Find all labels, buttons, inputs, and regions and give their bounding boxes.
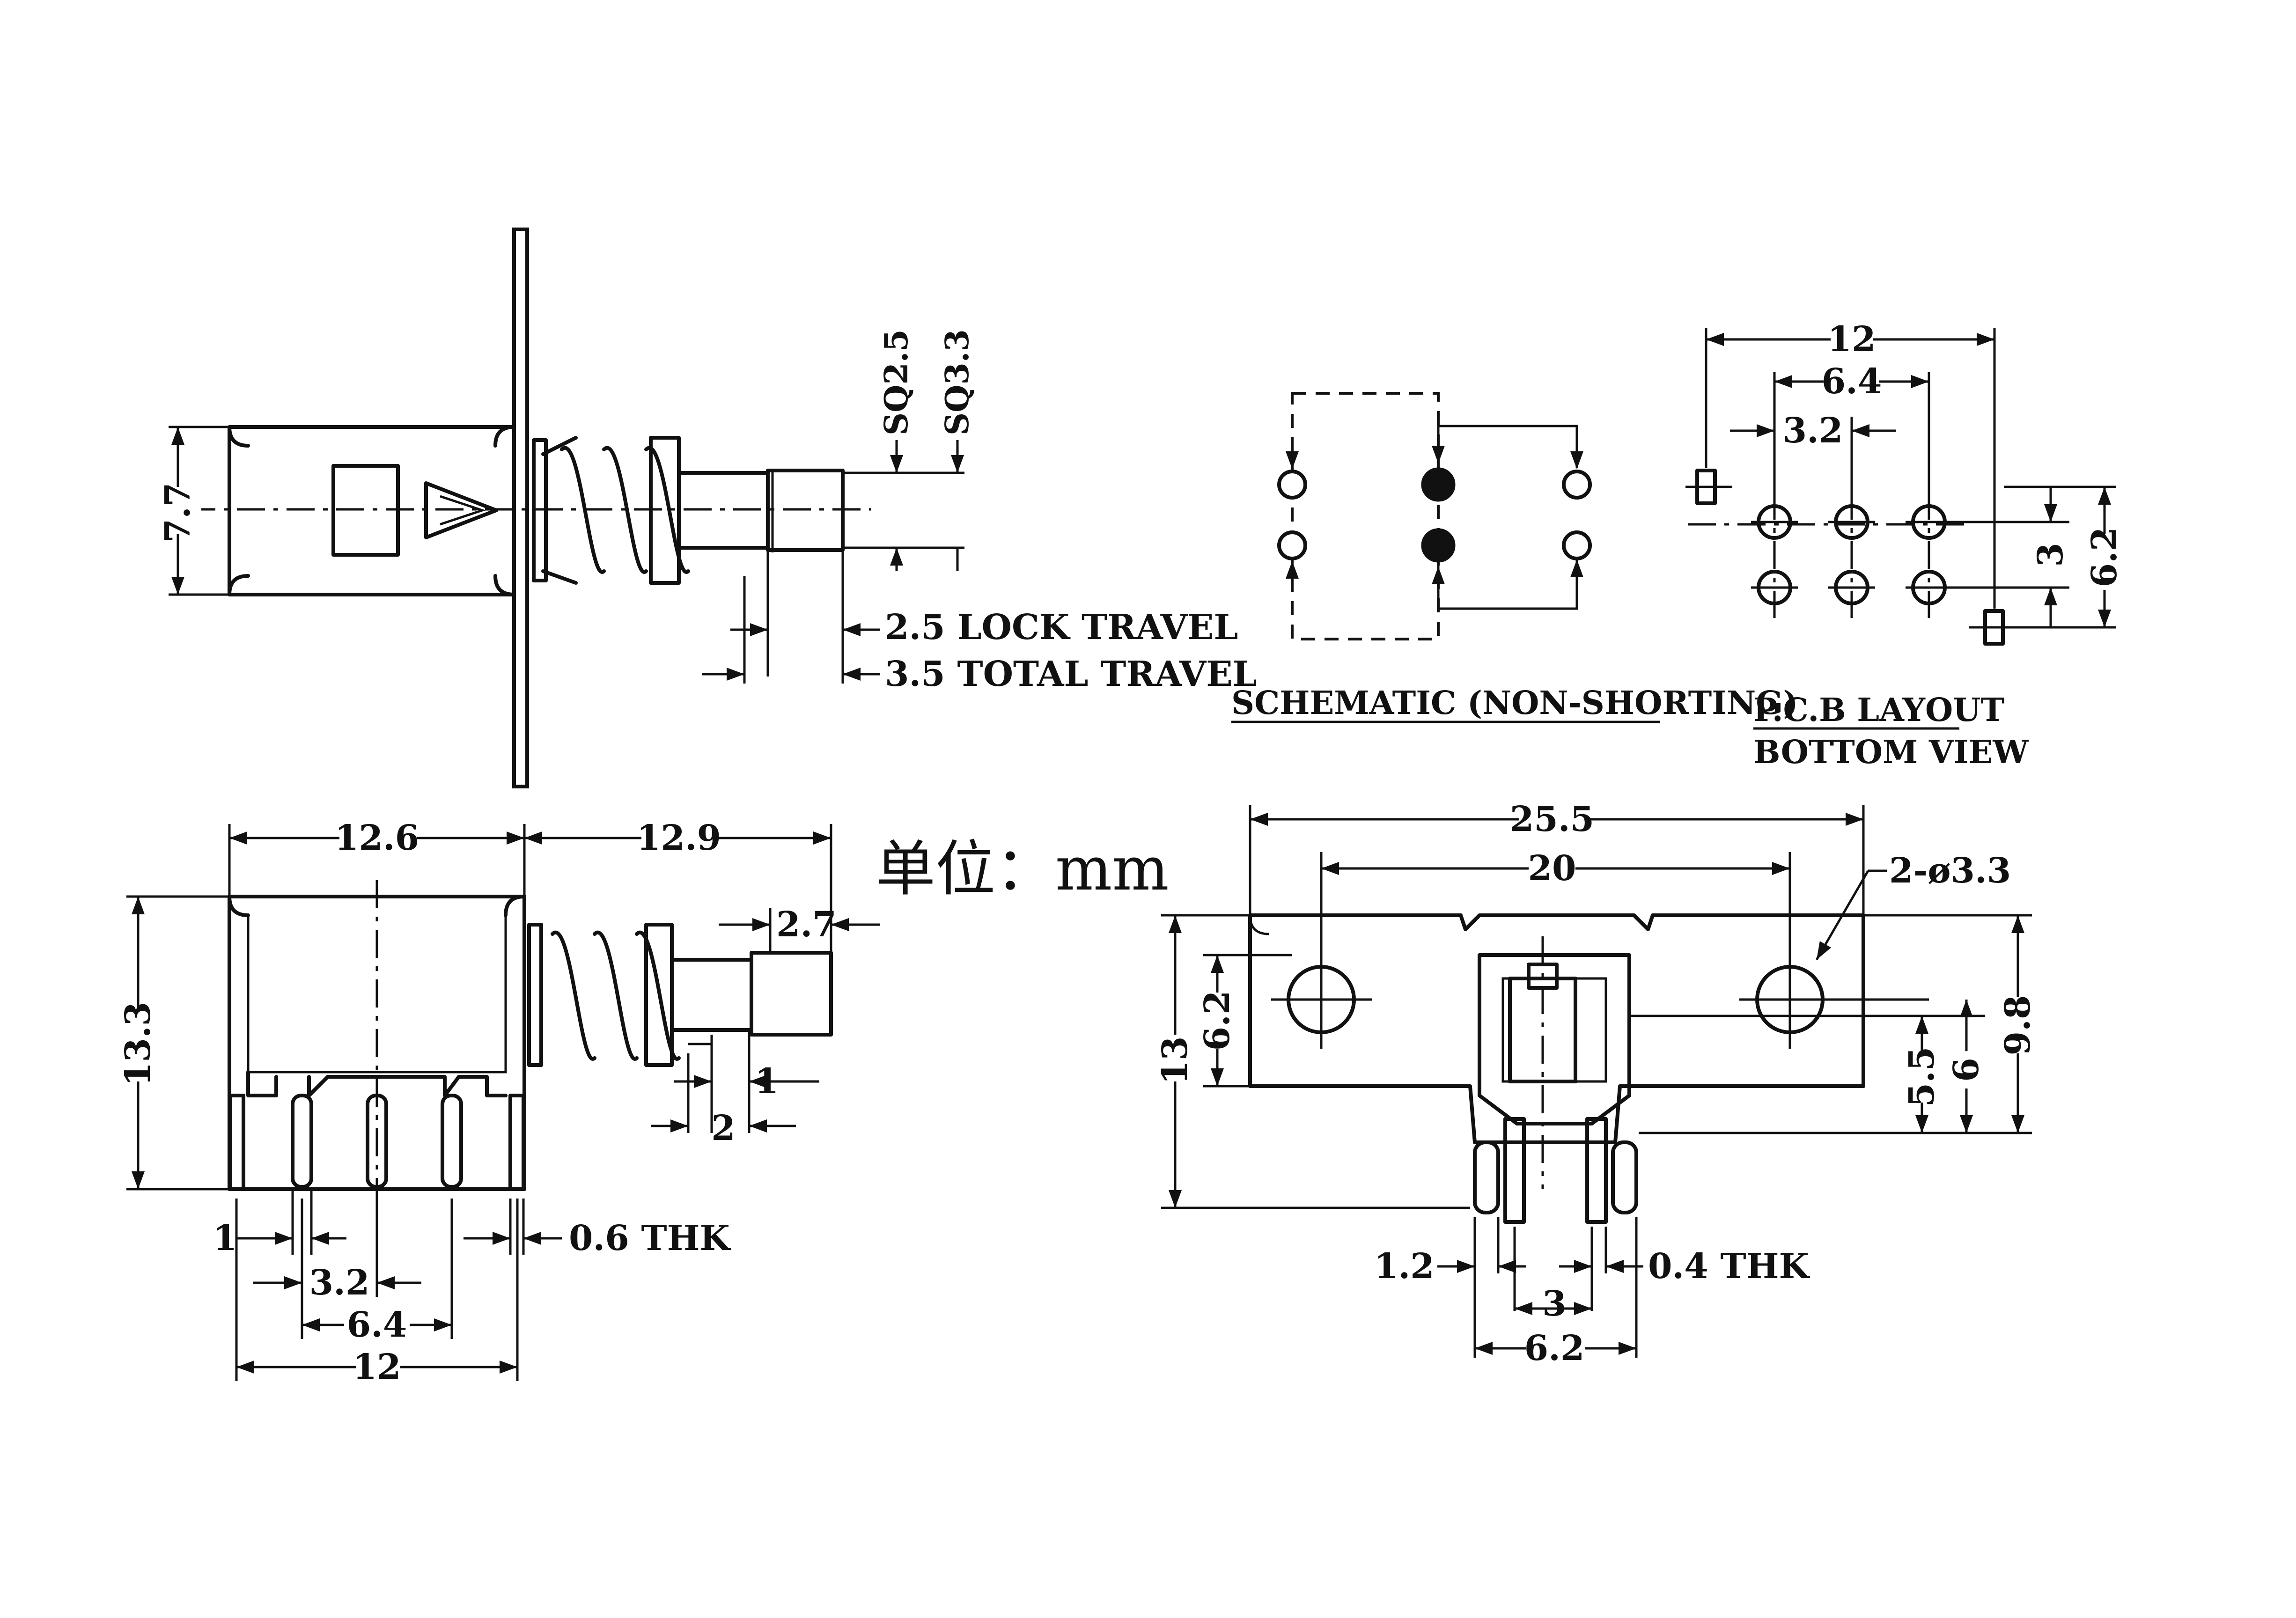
mount-dim-6-2-left: 6.2 <box>1197 991 1237 1051</box>
front-view: 12.6 12.9 2.7 13.3 1 <box>118 818 880 1387</box>
pcb-dim-3: 3 <box>2031 543 2071 567</box>
mount-dim-3: 3 <box>1542 1284 1567 1324</box>
front-plunger-cap <box>750 951 833 1037</box>
mount-dim-6: 6 <box>1946 1058 1987 1082</box>
pcb-title-line1: P.C.B LAYOUT <box>1753 691 2004 729</box>
mount-housing <box>1478 953 1631 1125</box>
mount-dim-1-2: 1.2 <box>1374 1246 1435 1287</box>
mount-hole-spec: 2-ø3.3 <box>1889 851 2011 891</box>
terminal-common-top <box>1421 467 1456 502</box>
mount-dim-9-8: 9.8 <box>1998 995 2038 1056</box>
schematic-dashed-frame <box>1291 392 1440 640</box>
mount-pin-right <box>1611 1140 1638 1214</box>
mount-dim-13: 13 <box>1155 1037 1195 1085</box>
mounting-plate-edge <box>512 228 529 788</box>
pcb-layout: 12 6.4 3.2 3 6.2 P.C.B LAYOUT BOTTOM VIE… <box>1685 319 2125 771</box>
mount-thk: 0.4 THK <box>1648 1246 1810 1287</box>
front-terminals <box>228 1094 525 1191</box>
terminal-left-top <box>1277 470 1307 500</box>
front-thk: 0.6 THK <box>569 1218 731 1258</box>
terminal-right-top <box>1562 470 1592 500</box>
schematic: SCHEMATIC (NON-SHORTING) <box>1231 392 1798 723</box>
mount-pin-center-right <box>1585 1117 1608 1224</box>
pcb-holes <box>1751 504 1952 605</box>
mount-actuator <box>1508 977 1577 1083</box>
unit-note: 单位：mm <box>876 834 1169 904</box>
front-dim-3-2: 3.2 <box>309 1263 370 1303</box>
mount-pin-left <box>1473 1140 1500 1214</box>
pcb-dim-6-2: 6.2 <box>2084 527 2125 588</box>
schematic-title: SCHEMATIC (NON-SHORTING) <box>1231 684 1798 722</box>
lock-travel-label: 2.5 LOCK TRAVEL <box>885 607 1238 647</box>
mount-pin-center-left <box>1503 1117 1526 1224</box>
sq-2-5-label: SQ2.5 <box>878 329 915 435</box>
total-travel-label: 3.5 TOTAL TRAVEL <box>885 654 1257 694</box>
switch-body <box>228 425 516 596</box>
pcb-dim-12: 12 <box>1828 319 1876 360</box>
terminal-left-bottom <box>1277 530 1307 560</box>
mount-dim-25-5: 25.5 <box>1510 799 1594 839</box>
front-spring <box>527 923 681 1067</box>
front-dim-1-right: 1 <box>755 1061 779 1102</box>
pcb-dim-6-4: 6.4 <box>1822 361 1882 402</box>
terminal-right-bottom <box>1562 530 1592 560</box>
front-dim-12-9: 12.9 <box>637 818 721 858</box>
dim-7-7: 7.7 <box>158 483 198 543</box>
terminal-common-bottom <box>1421 528 1456 563</box>
mount-view: 25.5 20 2-ø3.3 6.2 13 <box>1155 799 2038 1368</box>
front-dim-2-7: 2.7 <box>776 905 837 945</box>
pcb-dim-3-2: 3.2 <box>1783 411 1843 451</box>
mount-dim-6-2-bottom: 6.2 <box>1524 1328 1585 1368</box>
pcb-title-line2: BOTTOM VIEW <box>1753 734 2029 771</box>
front-dim-2: 2 <box>711 1108 736 1148</box>
front-dim-12-6: 12.6 <box>335 818 419 858</box>
side-view: 7.7 SQ2.5 SQ3.3 2.5 LOCK TRAVEL 3.5 TOTA… <box>155 228 1257 788</box>
front-dim-13-3: 13.3 <box>118 1002 158 1086</box>
mount-dim-20: 20 <box>1528 848 1576 889</box>
mount-dim-5-5: 5.5 <box>1902 1047 1942 1107</box>
front-plunger <box>670 958 753 1032</box>
front-dim-12: 12 <box>353 1347 401 1387</box>
front-dim-6-4: 6.4 <box>347 1305 407 1345</box>
front-dim-1-left: 1 <box>213 1218 237 1258</box>
sq-3-3-label: SQ3.3 <box>939 329 976 435</box>
